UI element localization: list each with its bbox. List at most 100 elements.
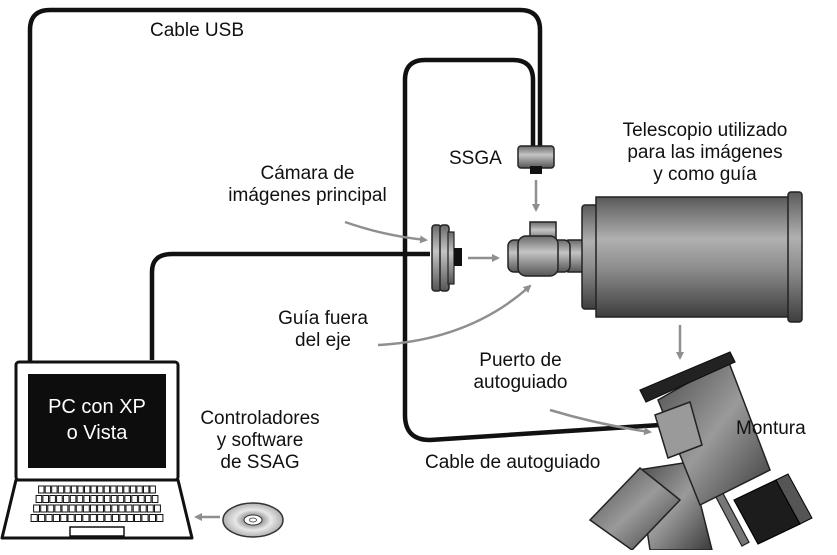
keyboard-key [141,514,149,522]
port-label-pointer [549,408,652,436]
laptop-keyboard [30,485,164,522]
port-label-line2: autoguiado [473,372,568,393]
autoguide-port-label: Puerto de autoguiado [448,350,593,394]
telescope-label-line3: y como guía [653,164,757,185]
keyboard-key [44,485,52,494]
keyboard-key [143,485,150,494]
keyboard-key [118,504,126,513]
keyboard-key [61,504,69,513]
keyboard-key [111,504,119,513]
keyboard-key [90,504,97,513]
main-imaging-camera [431,224,462,292]
keyboard-key [111,514,120,522]
pointer-arrows [194,180,684,521]
main-camera-label: Cámara de imágenes principal [200,163,415,207]
keyboard-key [129,485,137,494]
keyboard-key [35,495,43,503]
keyboard-key [124,495,132,503]
off-axis-guider [507,221,571,277]
keyboard-key [97,504,104,513]
drivers-label-line1: Controladores [200,408,320,429]
keyboard-key [62,495,70,503]
keyboard-key [110,495,118,503]
keyboard-key [70,485,78,494]
port-label-line1: Puerto de [479,350,562,371]
offaxis-label-pointer [377,284,532,347]
keyboard-key [56,495,63,503]
keyboard-key [89,514,97,522]
keyboard-key [103,485,111,494]
off-axis-label-line1: Guía fuera [278,308,368,329]
keyboard-key [144,495,152,503]
keyboard-key [68,504,76,513]
main-camera-label-line2: imágenes principal [228,185,387,206]
telescope-label-line2: para las imágenes [627,142,783,163]
keyboard-key [42,495,50,503]
camera-label-pointer [344,220,428,244]
keyboard-key [69,495,77,503]
keyboard-key [47,504,55,513]
keyboard-key [52,514,60,522]
keyboard-key [30,514,38,522]
keyboard-key [151,495,159,503]
keyboard-key [131,495,138,503]
keyboard-key [82,504,90,513]
ssga-guide-camera [517,145,555,174]
keyboard-key [38,485,45,494]
keyboard-key [156,514,164,522]
ssga-label: SSGA [449,148,502,169]
camera-cable [149,251,430,360]
telescope-label-line1: Telescopio utilizado [622,120,788,141]
keyboard-key [45,514,53,522]
drivers-software-label: Controladores y software de SSAG [180,408,340,474]
keyboard-key [33,504,40,513]
keyboard-key [83,495,91,503]
pc-label-line2: o Vista [66,422,128,444]
drivers-label-line3: de SSAG [220,452,300,473]
autoguide-cable [402,57,661,443]
off-axis-guider-label: Guía fuera del eje [268,308,378,352]
keyboard-key [82,514,90,522]
keyboard-key [67,514,75,522]
off-axis-label-line2: del eje [295,330,351,351]
mount [588,351,813,551]
keyboard-key [77,485,84,494]
keyboard-key [60,514,68,522]
keyboard-key [40,504,48,513]
keyboard-key [54,504,62,513]
mount-label: Montura [736,418,806,439]
keyboard-key [132,504,140,513]
main-camera-label-line1: Cámara de [260,163,355,184]
keyboard-key [90,495,97,503]
keyboard-key [57,485,65,494]
keyboard-key [76,495,84,503]
keyboard-key [138,495,145,503]
keyboard-key [123,485,130,494]
keyboard-key [97,485,104,494]
keyboard-key [149,485,156,494]
keyboard-key [104,504,112,513]
keyboard-key [49,495,56,503]
laptop [0,360,194,540]
cd-disc-icon [222,502,284,538]
keyboard-key [136,485,143,494]
usb-cable-label: Cable USB [150,20,244,41]
keyboard-key [148,514,157,522]
keyboard-key [97,514,105,522]
keyboard-key [119,514,127,522]
keyboard-key [154,504,161,513]
keyboard-key [103,495,111,503]
keyboard-key [64,485,71,494]
keyboard-key [74,514,83,522]
keyboard-key [38,514,46,522]
keyboard-key [134,514,142,522]
keyboard-key [126,514,134,522]
autoguide-cable-label: Cable de autoguiado [425,452,601,473]
keyboard-key [51,485,58,494]
keyboard-key [116,485,124,494]
telescope-label: Telescopio utilizado para las imágenes y… [580,120,830,186]
keyboard-key [97,495,104,503]
keyboard-key [125,504,133,513]
keyboard-key [104,514,112,522]
